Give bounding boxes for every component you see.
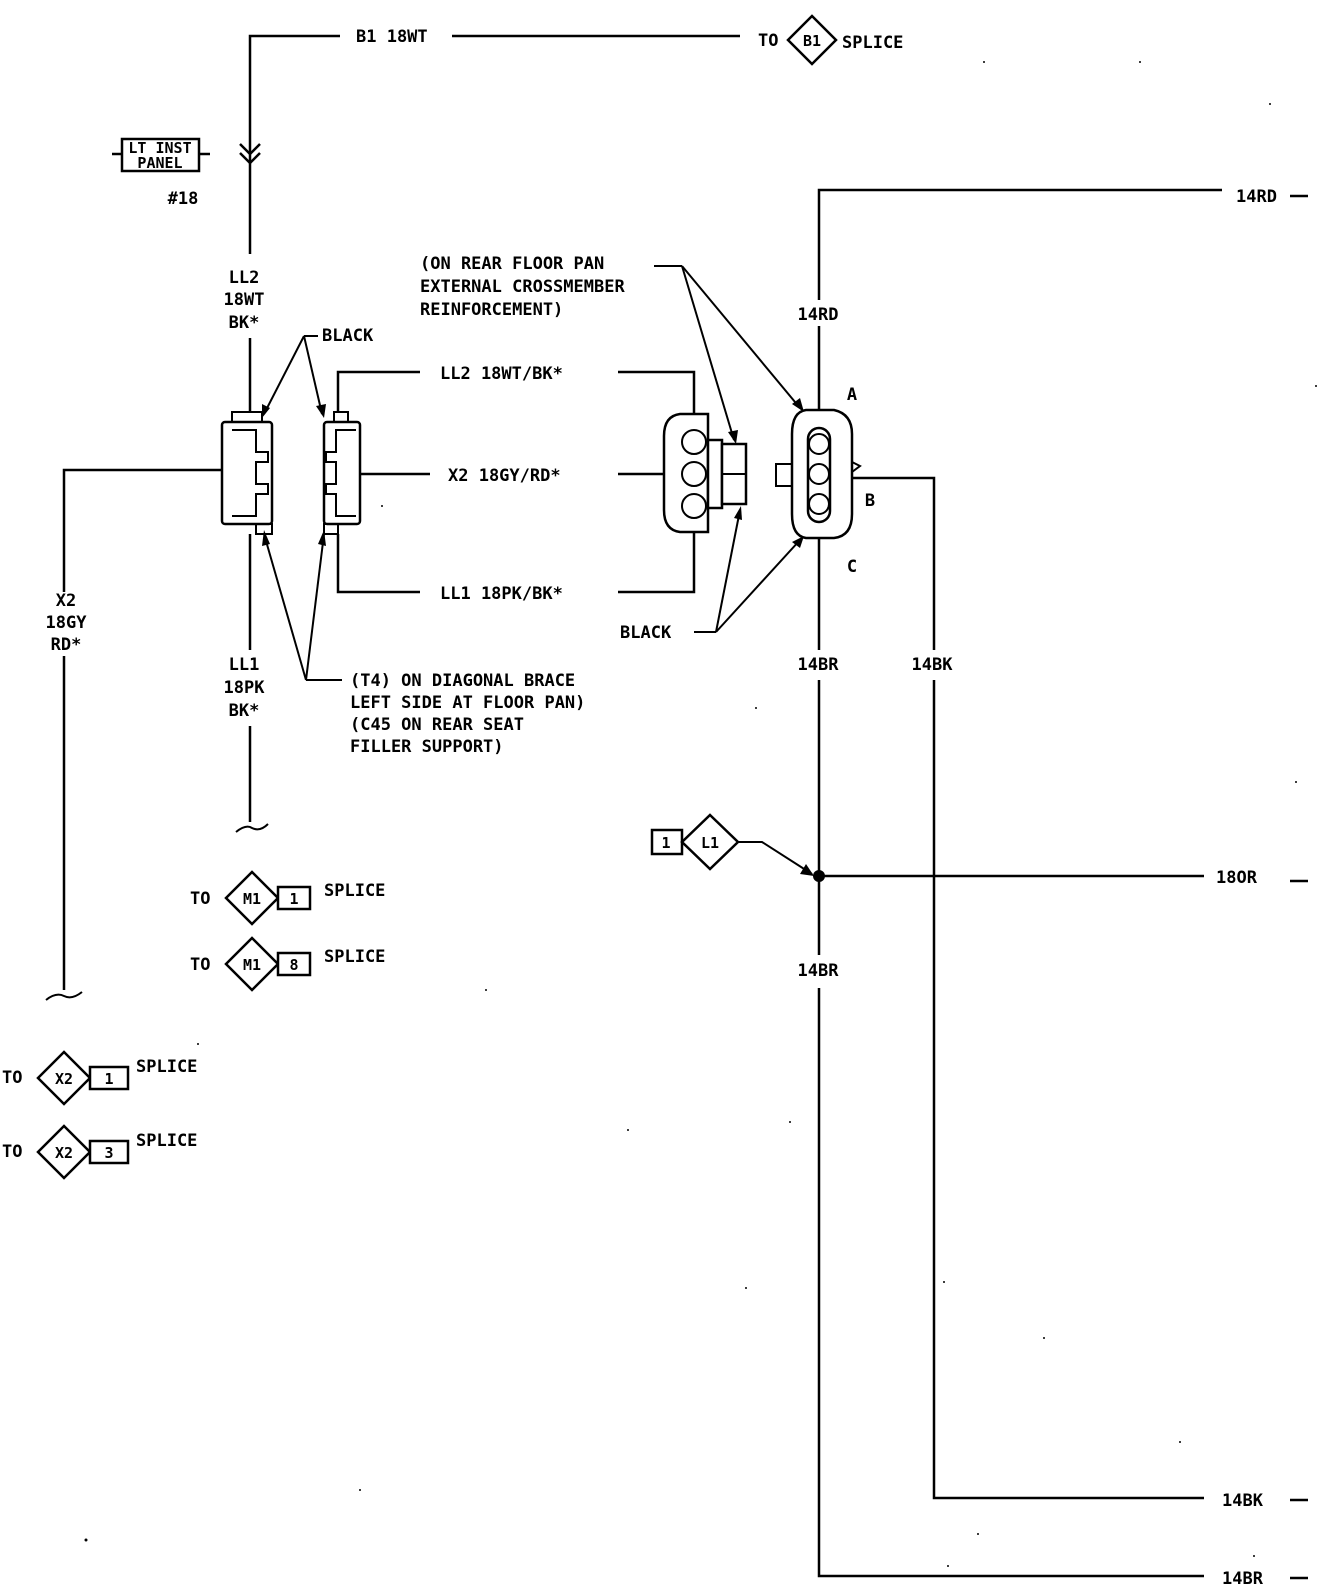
b1-splice-label: SPLICE xyxy=(842,33,903,53)
t4-note-3: (C45 ON REAR SEAT xyxy=(350,715,524,735)
splice-diamond-label: M1 xyxy=(243,890,261,908)
ll2-mid-label: LL2 18WT/BK* xyxy=(440,364,563,384)
splice-to: TO xyxy=(2,1068,22,1088)
black-bottom-label: BLACK xyxy=(620,623,672,643)
splice-to: TO xyxy=(190,889,210,909)
bk14-bottom-label: 14BK xyxy=(1222,1491,1264,1511)
x2-left-label-2: 18GY xyxy=(46,613,88,633)
x2-left-label-1: X2 xyxy=(56,591,76,611)
pin-a-label: A xyxy=(847,385,857,405)
right-connector: A B C xyxy=(775,385,875,577)
t4-note-4: FILLER SUPPORT) xyxy=(350,737,504,757)
middle-connector xyxy=(662,412,748,534)
x2-left-label-3: RD* xyxy=(51,635,82,655)
l1-diamond xyxy=(680,813,740,871)
splice-label: SPLICE xyxy=(324,881,385,901)
lt-inst-panel: LT INST PANEL #18 xyxy=(112,137,210,209)
pin-b-label: B xyxy=(865,491,875,511)
l1-box-label: 1 xyxy=(661,834,670,852)
splice-ref-x2-3: TO X2 3 SPLICE xyxy=(2,1124,197,1180)
br14-bottom-label: 14BR xyxy=(1222,1569,1264,1589)
rd14-top-right-label: 14RD xyxy=(1236,187,1277,207)
black-top-label: BLACK xyxy=(322,326,374,346)
splice-label: SPLICE xyxy=(136,1057,197,1077)
br14-lower-label: 14BR xyxy=(798,961,840,981)
ll1-left-label-2: 18PK xyxy=(224,678,266,698)
br14-upper-label: 14BR xyxy=(798,655,840,675)
splice-ref-m1-8: TO M1 8 SPLICE xyxy=(190,936,385,992)
t4-note-1: (T4) ON DIAGONAL BRACE xyxy=(350,671,575,691)
b1-diamond-label: B1 xyxy=(803,32,821,50)
rear-note-2: EXTERNAL CROSSMEMBER xyxy=(420,277,625,297)
ll2-left-label-2: 18WT xyxy=(224,290,265,310)
scan-specks xyxy=(84,61,1317,1567)
splice-diamond-label: M1 xyxy=(243,956,261,974)
splice-label: SPLICE xyxy=(136,1131,197,1151)
l1-diamond-label: L1 xyxy=(701,834,719,852)
ll2-left-label-1: LL2 xyxy=(229,268,260,288)
b1-to-label: TO xyxy=(758,31,778,51)
or18-label: 18OR xyxy=(1216,868,1258,888)
b1-splice-diamond xyxy=(786,14,838,66)
splice-ref-x2-1: TO X2 1 SPLICE xyxy=(2,1050,197,1106)
splice-label: SPLICE xyxy=(324,947,385,967)
splice-to: TO xyxy=(2,1142,22,1162)
splice-box-label: 8 xyxy=(289,956,298,974)
splice-box-label: 3 xyxy=(104,1144,113,1162)
ll1-left-label-3: BK* xyxy=(229,701,260,721)
left-connector-pair xyxy=(220,411,362,535)
ll2-left-label-3: BK* xyxy=(229,313,260,333)
lt-inst-number: #18 xyxy=(168,189,199,209)
lt-inst-label-1: LT INST xyxy=(128,139,191,157)
splice-ref-m1-1: TO M1 1 SPLICE xyxy=(190,870,385,926)
lt-inst-label-2: PANEL xyxy=(137,154,182,172)
ll1-left-label-1: LL1 xyxy=(229,655,260,675)
b1-wire-label: B1 18WT xyxy=(356,27,428,47)
splice-diamond-label: X2 xyxy=(55,1144,73,1162)
x2-mid-label: X2 18GY/RD* xyxy=(448,466,561,486)
ll1-mid-label: LL1 18PK/BK* xyxy=(440,584,563,604)
l1-reference: 1 L1 xyxy=(650,813,814,876)
rd14-vertical-label: 14RD xyxy=(798,305,839,325)
splice-to: TO xyxy=(190,955,210,975)
rear-note-1: (ON REAR FLOOR PAN xyxy=(420,254,604,274)
bk14-upper-label: 14BK xyxy=(912,655,954,675)
rear-note-3: REINFORCEMENT) xyxy=(420,300,563,320)
splice-diamond-label: X2 xyxy=(55,1070,73,1088)
splice-box-label: 1 xyxy=(289,890,298,908)
splice-box-label: 1 xyxy=(104,1070,113,1088)
b1-wire: B1 18WT TO B1 SPLICE xyxy=(239,14,903,254)
pin-c-label: C xyxy=(847,557,857,577)
t4-note-2: LEFT SIDE AT FLOOR PAN) xyxy=(350,693,585,713)
